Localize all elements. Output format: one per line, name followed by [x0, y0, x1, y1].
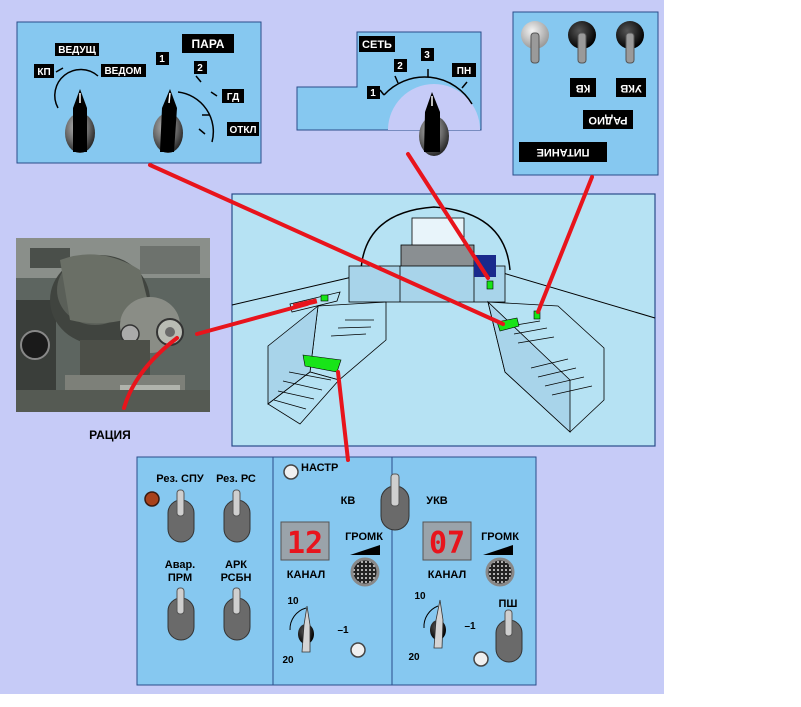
ark-rsbn-toggle[interactable] [223, 587, 251, 641]
label-power-pitanie: ПИТАНИЕ [537, 146, 590, 158]
label-vedom: ВЕДОМ [104, 66, 141, 77]
label-kv: КВ [341, 495, 356, 507]
nav-knob-left[interactable] [65, 89, 95, 153]
label-pn: ПН [457, 66, 471, 77]
nastr-lamp [283, 464, 299, 480]
nav-knob-right[interactable] [153, 89, 183, 153]
photo-caption: РАЦИЯ [89, 428, 131, 442]
label-rez-spu: Рез. СПУ [156, 473, 204, 485]
cockpit-net-indicator [486, 280, 494, 290]
power-toggle-kv[interactable] [568, 21, 596, 64]
ukv-lamp [473, 651, 489, 667]
label-psh: ПШ [499, 598, 518, 610]
ukv-channel-knob[interactable] [430, 599, 446, 649]
kv-scale-minus1: –1 [337, 625, 349, 636]
label-avar: Авар. [165, 559, 195, 571]
label-otkl: ОТКЛ [229, 125, 256, 136]
nav-mode-panel: КП ВЕДУЩ ВЕДОМ 1 2 ПАРА ГД ОТКЛ [16, 21, 262, 164]
power-panel: КВ УКВ РАДИО ПИТАНИЕ [512, 11, 659, 176]
label-vedush: ВЕДУЩ [58, 45, 96, 56]
kv-scale-20: 20 [282, 655, 294, 666]
label-1: 1 [159, 54, 165, 65]
power-toggle-left[interactable] [521, 21, 549, 64]
pointer-network-panel [406, 152, 490, 280]
psh-toggle[interactable] [495, 609, 523, 663]
label-power-ukv: УКВ [620, 82, 642, 94]
avar-prm-toggle[interactable] [167, 587, 195, 641]
label-net-3: 3 [424, 50, 430, 61]
ukv-scale-20: 20 [408, 652, 420, 663]
rez-spu-toggle[interactable] [167, 489, 195, 543]
kv-volume-knob[interactable] [350, 557, 380, 587]
network-knob[interactable] [419, 92, 449, 156]
ukv-volume-knob[interactable] [485, 557, 515, 587]
rez-spu-lamp [144, 491, 160, 507]
label-kv-gromk: ГРОМК [345, 531, 383, 543]
kv-scale-10: 10 [287, 596, 299, 607]
cockpit-net-panel [474, 255, 496, 277]
ukv-scale-minus1: –1 [464, 621, 476, 632]
ukv-channel-value: 07 [429, 526, 465, 561]
pointer-photo-caption [122, 336, 179, 410]
pointer-lines [122, 152, 594, 462]
label-nastr: НАСТР [301, 462, 338, 474]
cockpit-right-indicator [496, 317, 520, 332]
kv-channel-knob[interactable] [298, 605, 314, 653]
label-kp: КП [37, 67, 50, 78]
label-ukv-kanal: КАНАЛ [428, 569, 466, 581]
pointer-radio-panel [336, 370, 350, 462]
ukv-scale-10: 10 [414, 591, 426, 602]
label-ukv-gromk: ГРОМК [481, 531, 519, 543]
label-net-2: 2 [397, 61, 403, 72]
label-2: 2 [197, 63, 203, 74]
pointer-power-panel [536, 175, 594, 314]
label-power-kv: КВ [576, 82, 591, 94]
label-net-1: 1 [370, 88, 376, 99]
pointer-nav-panel [148, 163, 505, 326]
kv-channel-display [280, 521, 330, 561]
cockpit-view [231, 193, 656, 447]
label-ukv: УКВ [426, 495, 448, 507]
rez-rs-toggle[interactable] [223, 489, 251, 543]
label-rez-rs: Рез. РС [216, 473, 256, 485]
pointer-photo [195, 302, 309, 336]
label-gd: ГД [227, 92, 240, 103]
radio-control-panel: Рез. СПУ Рез. РС Авар. ПРМ АРК РСБН НАСТ… [136, 456, 537, 686]
label-rsbn: РСБН [221, 572, 252, 584]
radio-photo [16, 238, 210, 412]
label-ark: АРК [225, 559, 247, 571]
kv-ukv-toggle[interactable] [380, 473, 410, 531]
kv-channel-value: 12 [287, 526, 323, 561]
kv-lamp [350, 642, 366, 658]
label-kv-kanal: КАНАЛ [287, 569, 325, 581]
label-prm: ПРМ [168, 572, 192, 584]
ukv-channel-display [422, 521, 472, 561]
power-toggle-ukv[interactable] [616, 21, 644, 64]
label-para: ПАРА [192, 37, 225, 51]
label-set: СЕТЬ [362, 39, 392, 51]
label-power-radio: РАДИО [588, 114, 627, 126]
network-panel: СЕТЬ 1 2 3 ПН [296, 31, 482, 156]
